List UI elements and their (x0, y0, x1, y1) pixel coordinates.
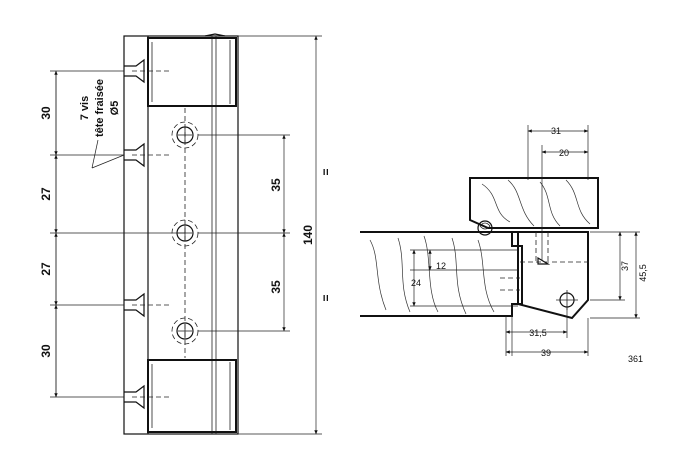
left-dimensions (410, 249, 518, 307)
screw-1 (124, 58, 170, 84)
dim-left-2: 27 (39, 187, 53, 201)
hinge-body-outline (123, 35, 239, 435)
bottom-hinge-block (147, 359, 237, 433)
frame-wood (469, 177, 599, 229)
screw-note-line-3: Ø5 (109, 101, 121, 116)
dim-left-12: 12 (436, 261, 446, 271)
dim-left-24: 24 (411, 278, 421, 288)
left-elevation-view: 30 27 27 30 7 vis tête fraisée Ø5 35 35 … (39, 33, 333, 435)
top-hinge-block (147, 37, 237, 107)
bottom-dimensions (505, 307, 589, 356)
dim-right-37: 37 (620, 261, 630, 271)
dim-bottom-39: 39 (541, 348, 551, 358)
door-leaf-wood (360, 231, 523, 317)
center-dimension-chain (198, 134, 290, 332)
top-dimensions (527, 125, 589, 260)
weather-seal (477, 220, 493, 236)
dim-right-45-5: 45,5 (638, 264, 648, 282)
dim-left-1: 30 (39, 106, 53, 120)
screw-4 (124, 384, 170, 410)
screw-note-line-1: 7 vis (79, 96, 91, 120)
screw-note-line-2: tête fraisée (94, 79, 106, 137)
dim-left-3: 27 (39, 262, 53, 276)
right-section-view: 31 20 12 24 37 45,5 (360, 125, 648, 358)
left-dimension-chain (50, 70, 185, 398)
dim-bottom-31-5: 31,5 (529, 328, 547, 338)
frame-grain (481, 179, 591, 227)
screw-2 (124, 142, 170, 168)
overall-dimension (238, 35, 322, 435)
dim-center-2: 35 (269, 280, 283, 294)
screw-3 (124, 292, 170, 318)
figure-number: 361 (628, 354, 643, 364)
dim-top-20: 20 (559, 148, 569, 158)
screw-note-leader (91, 139, 125, 169)
dim-top-31: 31 (551, 126, 561, 136)
hinge-metal (512, 231, 589, 320)
dim-center-1: 35 (269, 178, 283, 192)
equal-mark-bottom: = (319, 294, 333, 301)
dim-left-4: 30 (39, 344, 53, 358)
dim-total-height: 140 (301, 225, 315, 245)
equal-mark-top: = (319, 168, 333, 175)
door-grain (369, 235, 495, 315)
right-dimensions (590, 231, 640, 319)
